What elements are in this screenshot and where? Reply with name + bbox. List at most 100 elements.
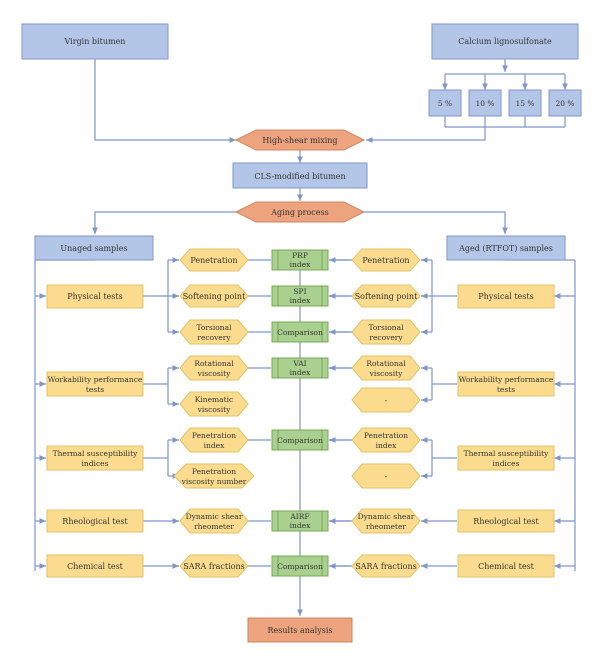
hex-pvn-left-line1: Penetration <box>192 467 236 476</box>
hex-rotational-left-line2: viscosity <box>197 369 231 378</box>
node-pct-5-label: 5 % <box>438 99 452 108</box>
hex-pen-index-left-line2: index <box>204 441 225 450</box>
index-spi: SPI index <box>271 285 329 307</box>
edge-pct-bus <box>444 116 566 128</box>
index-vai-line1: VAI <box>292 359 306 368</box>
node-workability-right: Workability performance tests <box>457 371 555 397</box>
node-unaged-samples: Unaged samples <box>34 235 154 261</box>
hex-torsional-right-line2: recovery <box>369 333 403 342</box>
edge-work-r-branch <box>431 368 457 400</box>
node-pct-20: 20 % <box>548 89 582 117</box>
index-comparison-2: Comparison <box>271 429 329 451</box>
hex-pvn-left: Penetration viscosity number <box>173 463 255 489</box>
node-high-shear-mixing-label: High-shear mixing <box>262 136 337 145</box>
node-pct-10: 10 % <box>468 89 502 117</box>
index-prp-line1: PRP <box>292 251 308 260</box>
index-airf: AIRF index <box>271 510 329 532</box>
hex-pen-index-left: Penetration index <box>179 427 249 453</box>
hex-rotational-right: Rotational viscosity <box>351 355 421 381</box>
node-workability-left: Workability performance tests <box>46 371 144 397</box>
hex-pen-index-right-line2: index <box>376 441 397 450</box>
node-calcium-lignosulfonate-label: Calcium lignosulfonate <box>458 37 552 46</box>
node-thermal-left-line2: indices <box>82 459 109 468</box>
hex-softening-left-label: Softening point <box>183 292 246 301</box>
node-workability-right-line2: tests <box>497 385 515 394</box>
node-rheological-right-label: Rheological test <box>473 517 539 526</box>
index-prp-line2: index <box>290 260 311 269</box>
edge-aging-aged <box>364 211 508 234</box>
node-pct-10-label: 10 % <box>475 99 494 108</box>
node-chemical-right-label: Chemical test <box>478 562 535 571</box>
hex-pen-index-right-line1: Penetration <box>364 431 408 440</box>
index-prp: PRP index <box>271 249 329 271</box>
node-chemical-left: Chemical test <box>46 554 144 578</box>
hex-dash-right-2-label: - <box>385 472 388 481</box>
node-cls-modified-bitumen-label: CLS-modified bitumen <box>254 172 345 181</box>
edge-center-right-arrows <box>329 259 352 566</box>
hex-dsr-left: Dynamic shear rheometer <box>179 508 249 534</box>
node-workability-left-line1: Workability performance <box>48 375 143 384</box>
node-virgin-bitumen-label: Virgin bitumen <box>64 37 126 46</box>
hex-penetration-left-label: Penetration <box>190 256 237 265</box>
node-aging-process-label: Aging process <box>270 208 328 217</box>
hex-penetration-right: Penetration <box>351 248 421 272</box>
hex-dsr-right-line1: Dynamic shear <box>358 512 415 521</box>
hex-softening-right-label: Softening point <box>355 292 418 301</box>
node-thermal-right-line2: indices <box>493 459 520 468</box>
node-workability-left-line2: tests <box>86 385 104 394</box>
edge-therm-l-branch <box>143 440 169 476</box>
index-comparison-3: Comparison <box>271 555 329 577</box>
hex-sara-right: SARA fractions <box>351 554 421 578</box>
node-aged-samples-label: Aged (RTFOT) samples <box>458 244 553 253</box>
node-workability-right-line1: Workability performance <box>459 375 554 384</box>
node-pct-5: 5 % <box>428 89 462 117</box>
node-physical-tests-right: Physical tests <box>457 284 555 309</box>
node-pct-15-label: 15 % <box>515 99 534 108</box>
index-comparison-3-label: Comparison <box>277 562 323 571</box>
node-physical-tests-left: Physical tests <box>46 284 144 309</box>
hex-torsional-left: Torsional recovery <box>179 319 249 345</box>
node-pct-15: 15 % <box>508 89 542 117</box>
hex-kinematic-left: Kinematic viscosity <box>179 391 249 417</box>
hex-sara-left: SARA fractions <box>179 554 249 578</box>
hex-pen-index-left-line1: Penetration <box>192 431 236 440</box>
hex-dash-right-1-label: - <box>385 396 388 405</box>
edge-therm-r-branch <box>431 440 457 476</box>
node-unaged-samples-label: Unaged samples <box>60 244 127 253</box>
hex-rotational-left: Rotational viscosity <box>179 355 249 381</box>
index-spi-line1: SPI <box>293 287 306 296</box>
node-pct-20-label: 20 % <box>555 99 574 108</box>
node-thermal-left-line1: Thermal susceptibility <box>53 449 139 458</box>
hex-torsional-right-line1: Torsional <box>369 323 405 332</box>
node-results-analysis: Results analysis <box>247 617 353 643</box>
hex-rotational-left-line1: Rotational <box>194 359 234 368</box>
node-results-analysis-label: Results analysis <box>268 626 333 635</box>
node-aged-samples: Aged (RTFOT) samples <box>446 235 566 261</box>
hex-sara-right-label: SARA fractions <box>355 562 416 571</box>
hex-softening-right: Softening point <box>351 284 421 308</box>
hex-penetration-right-label: Penetration <box>362 256 409 265</box>
node-rheological-left: Rheological test <box>46 509 144 533</box>
node-rheological-left-label: Rheological test <box>62 517 128 526</box>
hex-pen-index-right: Penetration index <box>351 427 421 453</box>
hex-penetration-left: Penetration <box>179 248 249 272</box>
hex-dsr-right: Dynamic shear rheometer <box>351 508 421 534</box>
hex-dash-right-2: - <box>351 463 421 489</box>
node-thermal-left: Thermal susceptibility indices <box>46 445 144 471</box>
node-aging-process: Aging process <box>234 201 366 223</box>
index-comparison-2-label: Comparison <box>277 436 323 445</box>
node-physical-tests-left-label: Physical tests <box>67 292 122 301</box>
hex-kinematic-left-line2: viscosity <box>197 405 231 414</box>
node-calcium-lignosulfonate: Calcium lignosulfonate <box>431 23 579 60</box>
edge-aging-unaged <box>92 211 236 234</box>
index-airf-line2: index <box>290 521 311 530</box>
hex-torsional-left-line1: Torsional <box>197 323 233 332</box>
node-rheological-right: Rheological test <box>457 509 555 533</box>
index-airf-line1: AIRF <box>289 512 309 521</box>
hex-sara-left-label: SARA fractions <box>183 562 244 571</box>
hex-pvn-left-line2: viscosity number <box>181 477 247 486</box>
node-virgin-bitumen: Virgin bitumen <box>21 23 169 60</box>
edge-virgin-mixing <box>94 59 236 143</box>
node-chemical-left-label: Chemical test <box>67 562 124 571</box>
